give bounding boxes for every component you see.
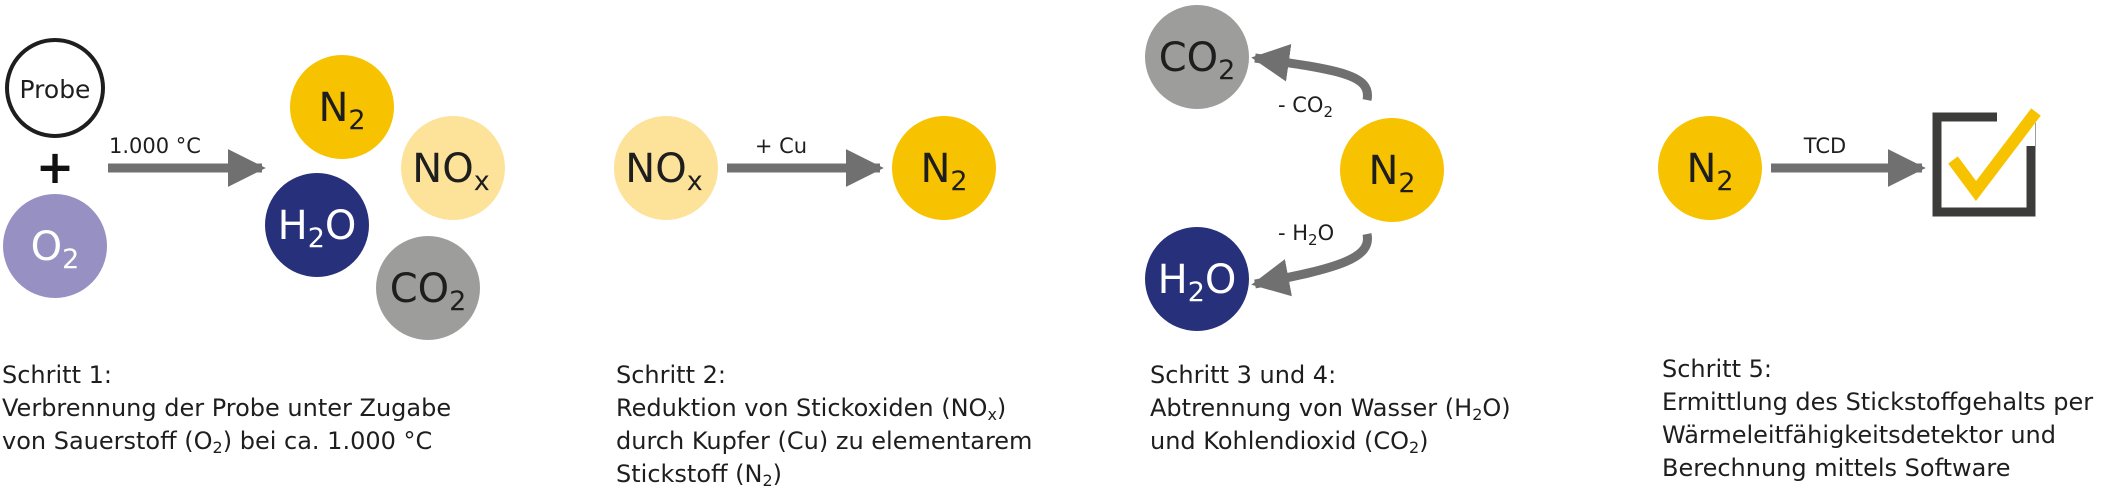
plus-icon: + — [36, 140, 75, 194]
arrow-label-tcd: TCD — [1803, 134, 1846, 158]
n2-base: N — [318, 85, 348, 131]
caption-text: von Sauerstoff (O — [2, 427, 213, 455]
step2-caption: Schritt 2: Reduktion von Stickoxiden (NO… — [616, 359, 1032, 491]
step2-caption-line: Reduktion von Stickoxiden (NOx) — [616, 392, 1032, 425]
co2-base: CO — [390, 266, 449, 312]
h2o-tail: O — [1205, 257, 1236, 303]
curved-arrow-icon — [1251, 44, 1372, 101]
caption-text: Abtrennung von Wasser (H — [1150, 394, 1473, 422]
svg-text:- CO2: - CO2 — [1278, 93, 1333, 121]
n2-circle: N2 — [892, 116, 996, 220]
svg-text:N2: N2 — [1368, 148, 1415, 199]
o2-circle: O2 — [3, 194, 107, 298]
svg-text:CO2: CO2 — [1159, 35, 1236, 86]
svg-text:CO2: CO2 — [390, 266, 467, 317]
label-h2o-sub: 2 — [1308, 231, 1318, 249]
caption-subscript: 2 — [1408, 438, 1420, 457]
caption-subscript: 2 — [212, 438, 223, 457]
nox-circle: NOx — [614, 116, 718, 220]
step34-caption-line: Abtrennung von Wasser (H2O) — [1150, 392, 1511, 425]
caption-text: ) bei ca. 1.000 °C — [222, 427, 433, 455]
caption-subscript: 2 — [762, 471, 773, 490]
label-co2-base: - CO — [1278, 93, 1323, 117]
svg-text:NOx: NOx — [412, 146, 489, 197]
arrow-label-copper: + Cu — [755, 134, 807, 158]
nox-base: NO — [412, 146, 473, 192]
n2-base: N — [920, 146, 950, 192]
caption-text: Reduktion von Stickoxiden (NO — [616, 394, 988, 422]
svg-text:N2: N2 — [1686, 146, 1733, 197]
n2-sub: 2 — [1398, 168, 1415, 199]
h2o-circle: H2O — [265, 173, 369, 277]
step1-caption: Schritt 1: Verbrennung der Probe unter Z… — [2, 359, 451, 458]
caption-text: und Kohlendioxid (CO — [1150, 427, 1409, 455]
step5-caption: Schritt 5: Ermittlung des Stickstoffgeha… — [1662, 353, 2093, 485]
probe-label: Probe — [20, 75, 91, 104]
step34-group: CO2 - CO2 N2 - H2O H2O — [1145, 5, 1444, 331]
n2-base: N — [1686, 146, 1716, 192]
step2-caption-line: durch Kupfer (Cu) zu elementarem — [616, 427, 1033, 455]
step1-caption-line: Verbrennung der Probe unter Zugabe — [2, 394, 452, 422]
h2o-circle: H2O — [1145, 227, 1249, 331]
o2-base: O — [31, 224, 62, 270]
co2-circle: CO2 — [1145, 5, 1249, 109]
o2-sub: 2 — [62, 244, 79, 275]
nox-sub: x — [474, 166, 490, 197]
label-h2o-base: - H — [1278, 221, 1308, 245]
caption-text: Stickstoff (N — [616, 460, 763, 488]
svg-text:N2: N2 — [318, 85, 365, 136]
co2-circle: CO2 — [376, 236, 480, 340]
n2-sub: 2 — [348, 105, 365, 136]
step1-caption-line: von Sauerstoff (O2) bei ca. 1.000 °C — [2, 425, 451, 458]
probe-circle: Probe — [5, 38, 105, 138]
step34-caption-line: und Kohlendioxid (CO2) — [1150, 425, 1511, 458]
h2o-tail: O — [325, 203, 356, 249]
co2-base: CO — [1159, 35, 1218, 81]
step1-caption-title: Schritt 1: — [2, 361, 112, 389]
step5-caption-title: Schritt 5: — [1662, 355, 1772, 383]
label-co2-sub: 2 — [1323, 103, 1333, 121]
step1-group: Probe + O2 1.000 °C N2 NOx H2O CO2 — [3, 38, 505, 340]
caption-text: ) — [996, 394, 1007, 422]
svg-text:H2O: H2O — [278, 203, 357, 254]
svg-text:H2O: H2O — [1158, 257, 1237, 308]
caption-text: ) — [1419, 427, 1429, 455]
svg-text:O2: O2 — [31, 224, 80, 275]
h2o-base: H — [278, 203, 308, 249]
n2-circle: N2 — [1658, 116, 1762, 220]
checkbox-checked-icon — [1932, 108, 2041, 217]
n2-sub: 2 — [950, 166, 967, 197]
step2-group: NOx + Cu N2 — [614, 116, 996, 220]
n2-circle: N2 — [1340, 118, 1444, 222]
step2-caption-title: Schritt 2: — [616, 361, 726, 389]
co2-sub: 2 — [449, 286, 466, 317]
step2-caption-line: Stickstoff (N2) — [616, 458, 1032, 491]
step5-caption-line: Wärmeleitfähigkeitsdetektor und — [1662, 421, 2056, 449]
n2-base: N — [1368, 148, 1398, 194]
caption-text: O) — [1482, 394, 1511, 422]
h2o-sub: 2 — [308, 223, 325, 254]
nox-circle: NOx — [401, 116, 505, 220]
caption-subscript: 2 — [1472, 405, 1483, 424]
svg-text:NOx: NOx — [625, 146, 702, 197]
step5-caption-line: Ermittlung des Stickstoffgehalts per — [1662, 388, 2094, 416]
svg-text:N2: N2 — [920, 146, 967, 197]
h2o-sub: 2 — [1188, 277, 1205, 308]
step34-caption-title: Schritt 3 und 4: — [1150, 361, 1337, 389]
step5-group: N2 TCD — [1658, 108, 2041, 220]
step34-caption: Schritt 3 und 4: Abtrennung von Wasser (… — [1150, 359, 1511, 458]
co2-sub: 2 — [1218, 55, 1235, 86]
caption-subscript: x — [987, 405, 997, 424]
arrow-label-temperature: 1.000 °C — [109, 134, 201, 158]
svg-text:- H2O: - H2O — [1278, 221, 1334, 249]
label-h2o-tail: O — [1318, 221, 1335, 245]
nox-base: NO — [625, 146, 686, 192]
step5-caption-line: Berechnung mittels Software — [1662, 454, 2011, 482]
h2o-base: H — [1158, 257, 1188, 303]
n2-circle: N2 — [290, 55, 394, 159]
caption-text: ) — [772, 460, 783, 488]
nox-sub: x — [687, 166, 703, 197]
curved-arrow-icon — [1251, 233, 1372, 297]
n2-sub: 2 — [1716, 166, 1733, 197]
